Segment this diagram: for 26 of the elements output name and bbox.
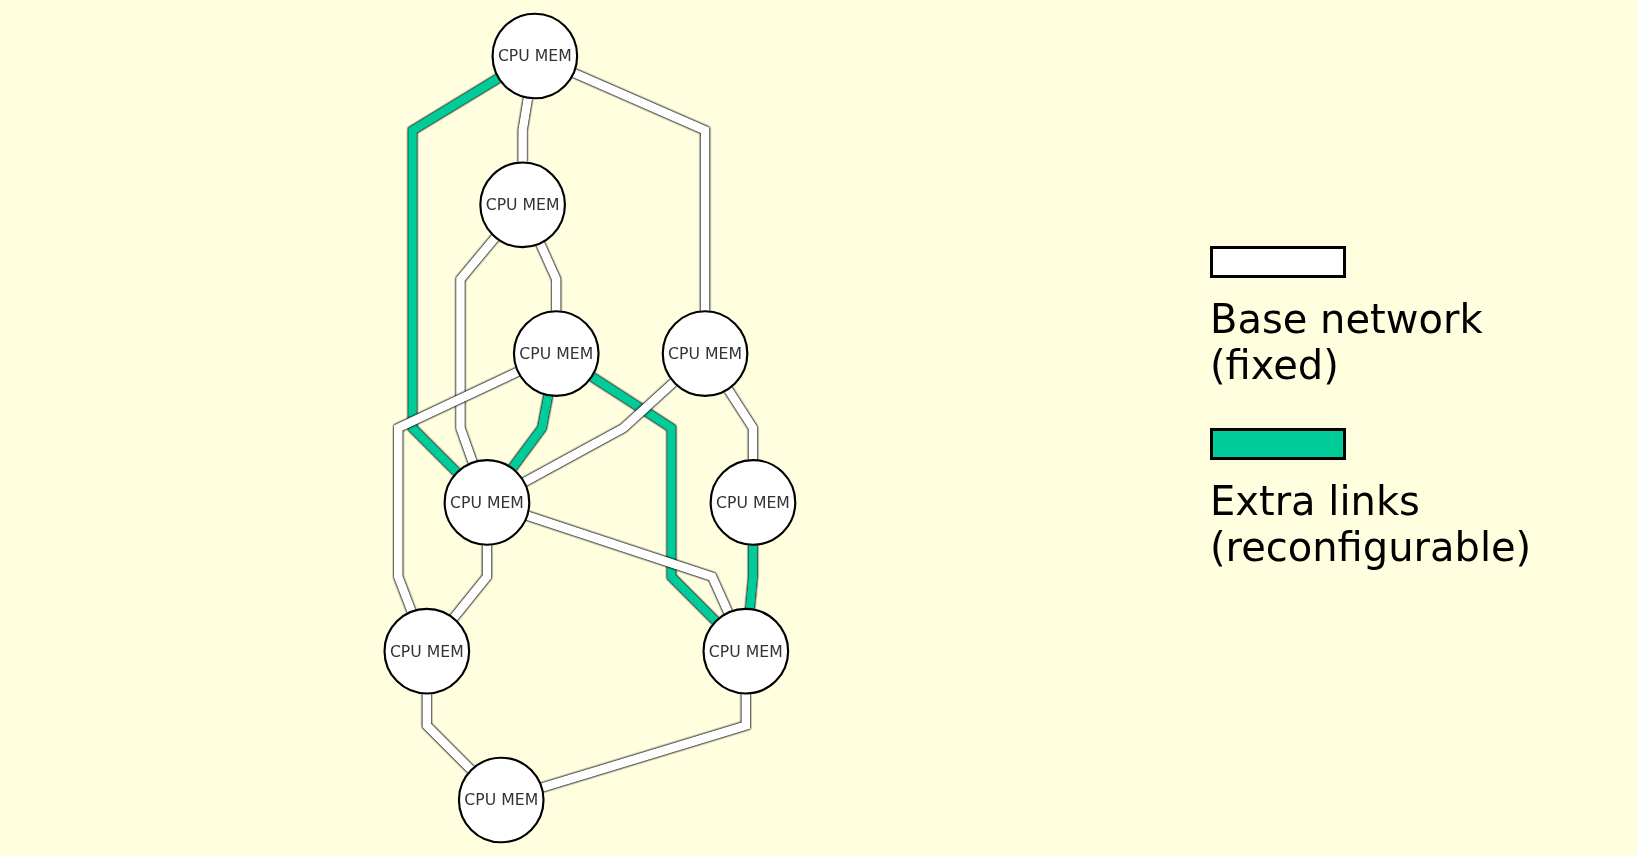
node-circle: CPU MEM — [457, 756, 545, 844]
connector — [724, 386, 758, 461]
connector — [508, 394, 553, 471]
connector — [394, 367, 520, 614]
node-circle: CPU MEM — [709, 459, 797, 546]
node-circle: CPU MEM — [491, 12, 579, 100]
node-circle: CPU MEM — [383, 607, 471, 695]
connector — [589, 372, 720, 625]
legend-label: Base network (fixed) — [1210, 296, 1484, 388]
connector — [408, 74, 502, 476]
legend-label: Extra links (reconfigurable) — [1210, 478, 1533, 570]
connector — [518, 97, 533, 163]
node-circle: CPU MEM — [702, 607, 790, 695]
connector — [456, 234, 499, 464]
node-circle: CPU MEM — [513, 310, 600, 397]
connector — [422, 693, 475, 774]
connector — [450, 544, 492, 621]
node-circle: CPU MEM — [661, 310, 749, 397]
connector — [540, 693, 751, 792]
connector — [522, 378, 677, 486]
node-circle: CPU MEM — [443, 459, 531, 546]
connector — [745, 544, 758, 610]
connector — [536, 241, 561, 312]
connector — [572, 69, 710, 312]
node-circle: CPU MEM — [479, 161, 567, 249]
connector — [525, 511, 733, 615]
